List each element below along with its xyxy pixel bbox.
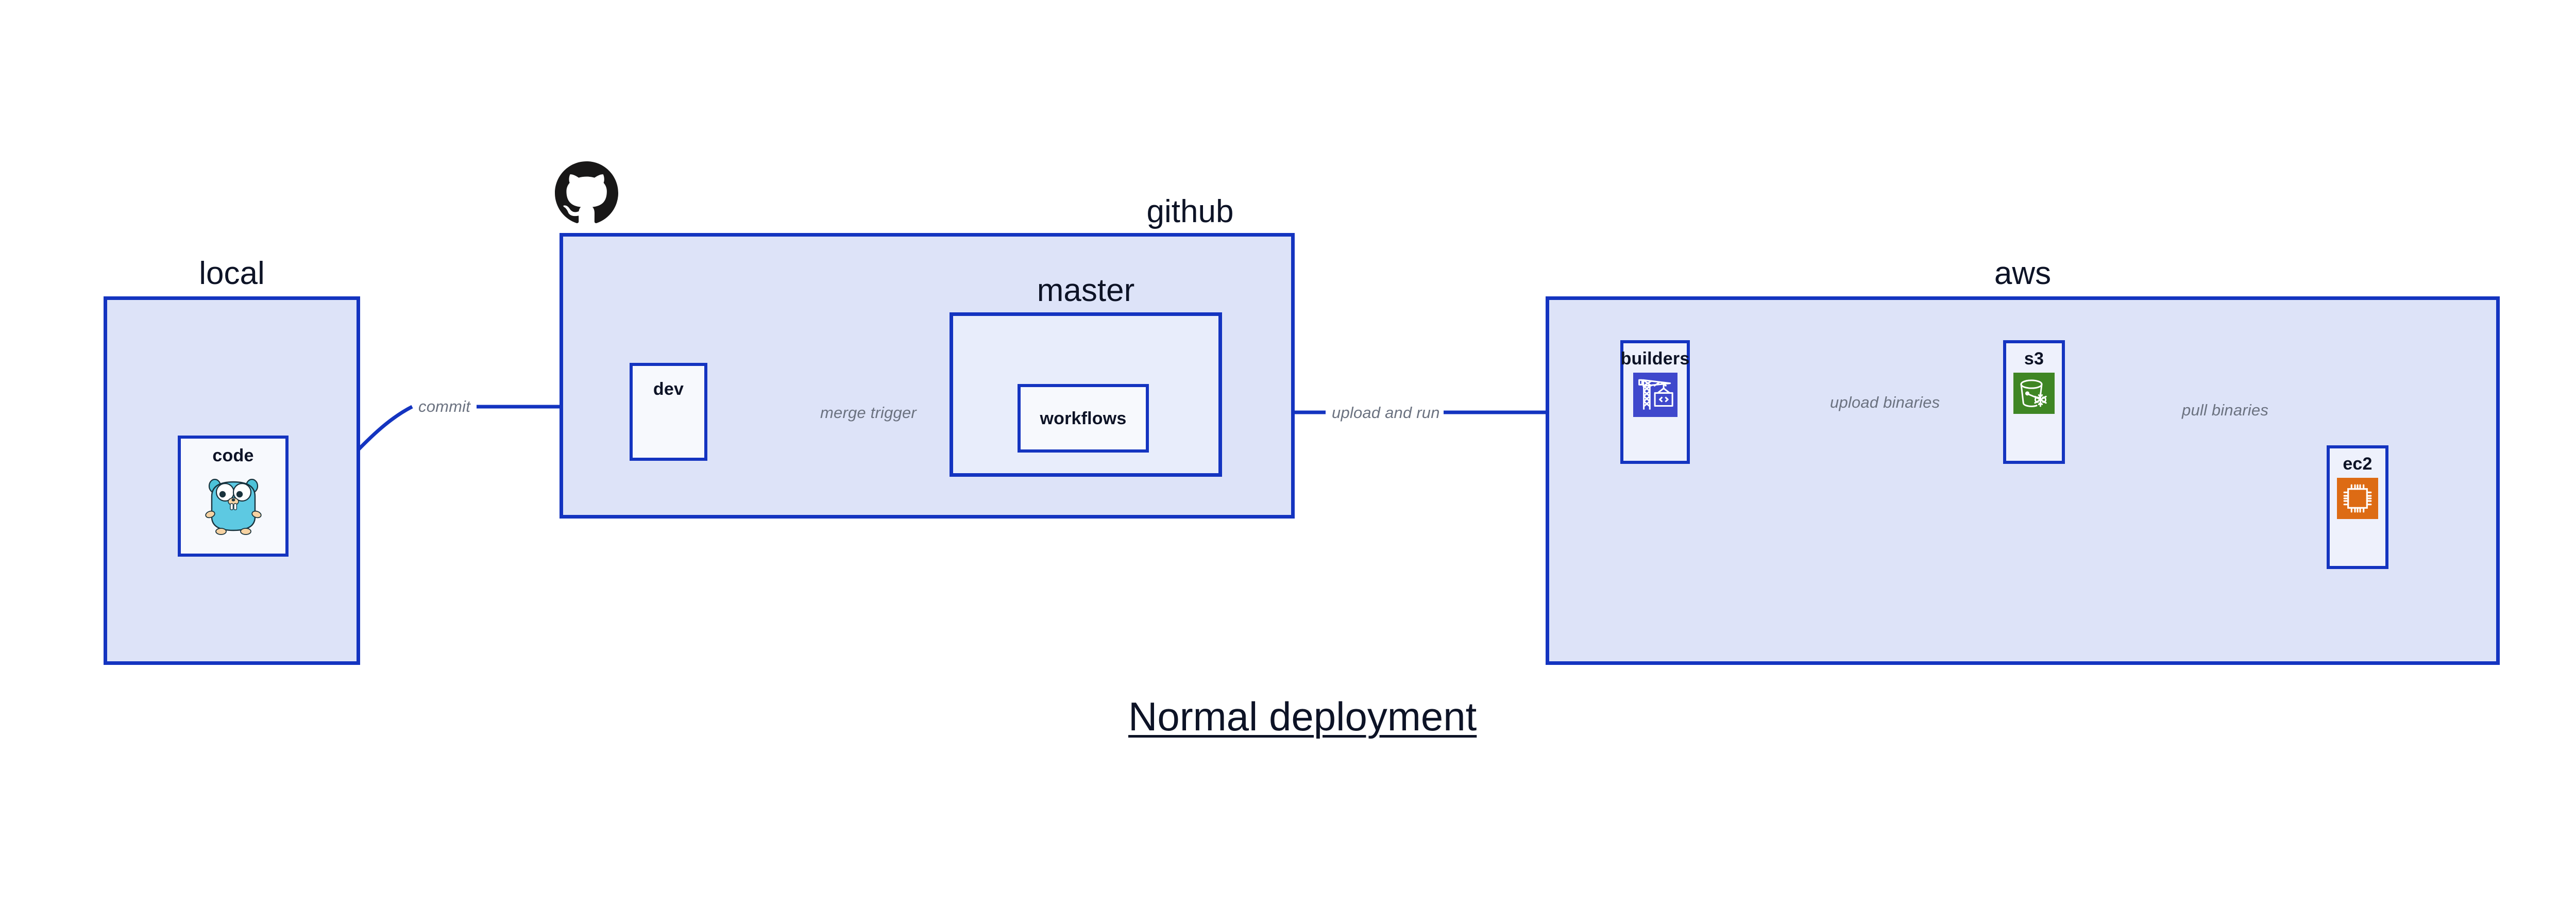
group-aws-title: aws	[1994, 256, 2052, 291]
group-master-title: master	[1037, 273, 1135, 308]
edge-label-pull-binaries: pull binaries	[2178, 402, 2273, 418]
aws-ec2-icon	[2337, 478, 2378, 519]
node-code-label: code	[212, 446, 254, 465]
edge-label-upload-and-run: upload and run	[1328, 405, 1444, 421]
node-builders[interactable]: builders	[1620, 340, 1690, 464]
node-s3-label: s3	[2024, 349, 2044, 369]
node-code[interactable]: code	[178, 436, 289, 557]
go-gopher-icon	[205, 478, 262, 535]
node-ec2-label: ec2	[2343, 454, 2372, 474]
aws-s3-glacier-icon	[2013, 373, 2055, 414]
node-dev-label: dev	[653, 379, 684, 399]
github-octocat-icon	[555, 161, 618, 223]
node-builders-label: builders	[1620, 349, 1690, 369]
node-s3[interactable]: s3	[2003, 340, 2065, 464]
node-workflows[interactable]: workflows	[1018, 384, 1149, 453]
node-workflows-label: workflows	[1040, 408, 1127, 428]
group-local-title: local	[199, 256, 265, 291]
group-github-title: github	[1146, 194, 1234, 229]
node-ec2[interactable]: ec2	[2327, 445, 2388, 569]
edge-label-upload-binaries: upload binaries	[1826, 394, 1944, 410]
diagram-title: Normal deployment	[1128, 694, 1477, 739]
edge-label-merge-trigger: merge trigger	[817, 405, 920, 421]
aws-codebuild-icon	[1633, 373, 1677, 417]
node-dev[interactable]: dev	[630, 363, 707, 461]
edge-label-commit: commit	[415, 398, 474, 414]
